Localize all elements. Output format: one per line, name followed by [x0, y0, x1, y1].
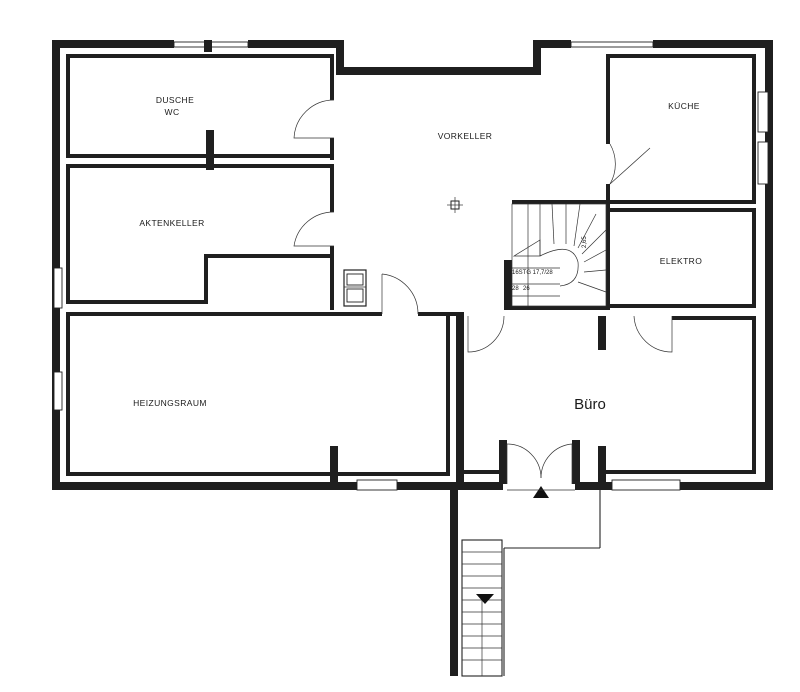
interior-walls [66, 54, 756, 488]
room-label-buero: Büro [574, 396, 606, 413]
stair-dim-a: 28 [512, 286, 519, 292]
stair-steps-note: 16STG 17,7/28 [512, 270, 553, 276]
room-label-kueche: KÜCHE [668, 101, 700, 111]
room-label-vorkeller: VORKELLER [437, 131, 493, 141]
entrance-marker [507, 486, 575, 498]
doors [293, 99, 673, 484]
room-label-heizungsraum: HEIZUNGSRAUM [133, 398, 207, 408]
pillar-symbol [447, 197, 463, 213]
appliance-units [343, 269, 367, 307]
room-label-aktenkeller: AKTENKELLER [139, 218, 205, 228]
exterior-stairs [450, 486, 601, 677]
room-label-wc: WC [164, 107, 180, 117]
stair-height-note: 2,65 [582, 236, 588, 248]
room-label-elektro: ELEKTRO [659, 256, 703, 266]
interior-stairs [511, 203, 607, 307]
stair-dim-b: 26 [523, 286, 530, 292]
windows [53, 40, 769, 491]
room-label-dusche: DUSCHE [155, 95, 195, 105]
